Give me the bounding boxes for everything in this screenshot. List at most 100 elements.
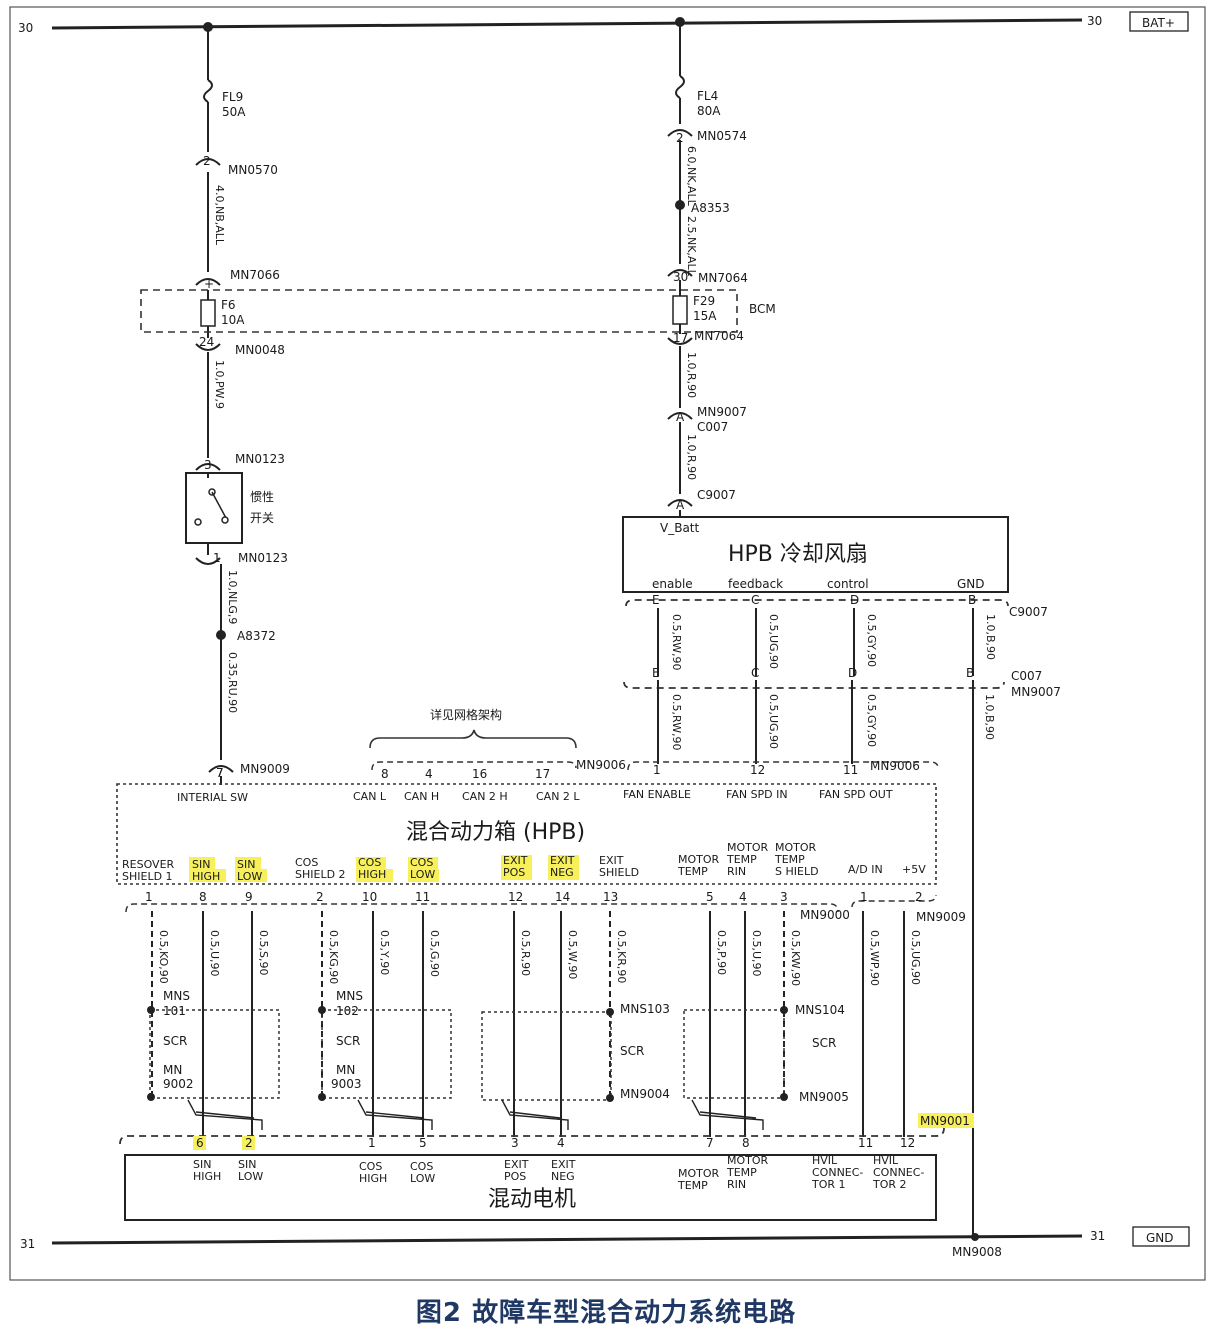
- shield2-mn: MN: [336, 1063, 355, 1077]
- fan-wire-bot-4: 1.0,B,90: [983, 694, 996, 740]
- bat-label: BAT+: [1142, 16, 1175, 30]
- pin-left-1: 2: [203, 154, 211, 168]
- fan-conn-c007-brace: [623, 681, 1005, 689]
- hpb-bottom-pin: 1: [860, 890, 868, 904]
- conn-c9007-b: C9007: [1009, 605, 1048, 619]
- mid-wire-label: 0.5,R,90: [519, 930, 532, 976]
- network-brace: [369, 729, 577, 749]
- splice-a8372: A8372: [237, 629, 276, 643]
- shield4-scr: SCR: [812, 1036, 836, 1050]
- hpb-bottom-pin: 2: [316, 890, 324, 904]
- figure-caption: 图2 故障车型混合动力系统电路: [415, 1298, 797, 1328]
- twist-marks: [187, 1099, 764, 1130]
- pin-left-6: 7: [216, 766, 224, 780]
- fuse-fl4-rating: 80A: [697, 104, 721, 118]
- conn-c9007-a: C9007: [697, 488, 736, 502]
- hpb-bottom-label: HIGH: [192, 870, 220, 883]
- hpb-bottom-label: MOTOR: [775, 841, 817, 854]
- conn-mn7064-a: MN7064: [698, 271, 748, 285]
- conn-mn0123-a: MN0123: [235, 452, 285, 466]
- mid-wire-label: 0.5,S,90: [257, 930, 270, 975]
- fan-wire-top-1: 0.5,RW,90: [670, 614, 683, 671]
- pin-left-4: 3: [204, 458, 212, 472]
- hpb-bottom-label: +5V: [902, 863, 926, 876]
- shield2-mns: MNS: [336, 989, 363, 1003]
- hpb-bottom-pin: 11: [415, 890, 430, 904]
- bcm-label: BCM: [749, 302, 776, 316]
- conn-mn7066: MN7066: [230, 268, 280, 282]
- rail-30-right: 30: [1087, 14, 1102, 28]
- shield4-mn: MN9005: [799, 1090, 849, 1104]
- motor-label: HVIL: [873, 1154, 899, 1167]
- motor-label: TOR 2: [872, 1178, 907, 1191]
- hpb-bottom-pin: 2: [915, 890, 923, 904]
- fan-box: [622, 516, 1009, 593]
- fan-wires: [657, 608, 974, 1237]
- gnd-rail: [51, 1234, 1083, 1245]
- motor-label: LOW: [410, 1172, 435, 1185]
- hpb-label-can2-l: CAN 2 L: [536, 790, 580, 803]
- motor-label: SIN: [193, 1158, 211, 1171]
- hpb-top-conn-brace-2: [627, 761, 939, 771]
- hpb-label-can-l: CAN L: [353, 790, 387, 803]
- motor-pin: 8: [742, 1136, 750, 1150]
- pin-right-3: 17: [673, 331, 688, 345]
- hpb-bottom-label: EXIT: [599, 854, 624, 867]
- left-branch: [185, 22, 243, 785]
- bcm-fuse-f29-rating: 15A: [693, 309, 717, 323]
- motor-label: MOTOR: [678, 1167, 720, 1180]
- fan-title: HPB 冷却风扇: [728, 542, 868, 567]
- conn-mn9007-a: MN9007: [697, 405, 747, 419]
- gnd-label: GND: [1146, 1231, 1174, 1245]
- hpb-label-fan-enable: FAN ENABLE: [623, 788, 691, 801]
- pin-left-3: 24: [199, 335, 214, 349]
- shield3-mns: MNS103: [620, 1002, 670, 1016]
- hpb-title: 混合动力箱 (HPB): [406, 820, 585, 845]
- pin-right-2: 30: [673, 270, 688, 284]
- conn-mn9006-a: MN9006: [576, 758, 626, 772]
- hpb-bottom-label: COS: [410, 856, 433, 869]
- motor-box: [124, 1154, 937, 1221]
- hpb-bottom-pin: 4: [739, 890, 747, 904]
- hpb-bottom-label: EXIT: [550, 854, 575, 867]
- rail-31-left: 31: [20, 1237, 35, 1251]
- conn-mn0570: MN0570: [228, 163, 278, 177]
- fan-wire-top-3: 0.5,GY,90: [865, 614, 878, 667]
- motor-pin: 1: [368, 1136, 376, 1150]
- hpb-label-can-h: CAN H: [404, 790, 439, 803]
- shield1-scr: SCR: [163, 1034, 187, 1048]
- motor-pin: 3: [511, 1136, 519, 1150]
- wire-right-3: 1.0,R,90: [685, 352, 698, 398]
- conn-mn0048: MN0048: [235, 343, 285, 357]
- conn-mn0123-b: MN0123: [238, 551, 288, 565]
- motor-label: CONNEC-: [873, 1166, 924, 1179]
- hpb-top-pin-16: 16: [472, 767, 487, 781]
- motor-label: POS: [504, 1170, 526, 1183]
- hpb-bottom-label: POS: [503, 866, 525, 879]
- mid-wire-label: 0.5,KO,90: [157, 930, 170, 984]
- hpb-bottom-label: LOW: [410, 868, 435, 881]
- bcm-fuse-f6: F6: [221, 298, 236, 312]
- hpb-bot-conn-brace-2: [851, 894, 937, 908]
- pin-right-a1: A: [676, 410, 685, 424]
- motor-pin: 11: [858, 1136, 873, 1150]
- motor-label: TEMP: [726, 1166, 757, 1179]
- diagram-frame: [9, 6, 1206, 1281]
- fan-wire-top-4: 1.0,B,90: [984, 614, 997, 660]
- hpb-bottom-label: A/D IN: [848, 863, 883, 876]
- conn-mn9006-b: MN9006: [870, 759, 920, 773]
- shield-dots: [147, 1006, 788, 1102]
- mid-wire-label: 0.5,U,90: [750, 930, 763, 977]
- wire-left-3: 1.0,NLG,9: [226, 570, 239, 624]
- hpb-bottom-pin: 8: [199, 890, 207, 904]
- motor-label: EXIT: [551, 1158, 576, 1171]
- motor-pin: 7: [706, 1136, 714, 1150]
- motor-label: COS: [359, 1160, 382, 1173]
- wire-left-1: 4.0,NB,ALL: [213, 185, 226, 246]
- conn-mn9009-top: MN9009: [240, 762, 290, 776]
- mid-wire-label: 0.5,KG,90: [327, 930, 340, 984]
- inertia-switch-label-1: 惯性: [250, 489, 274, 504]
